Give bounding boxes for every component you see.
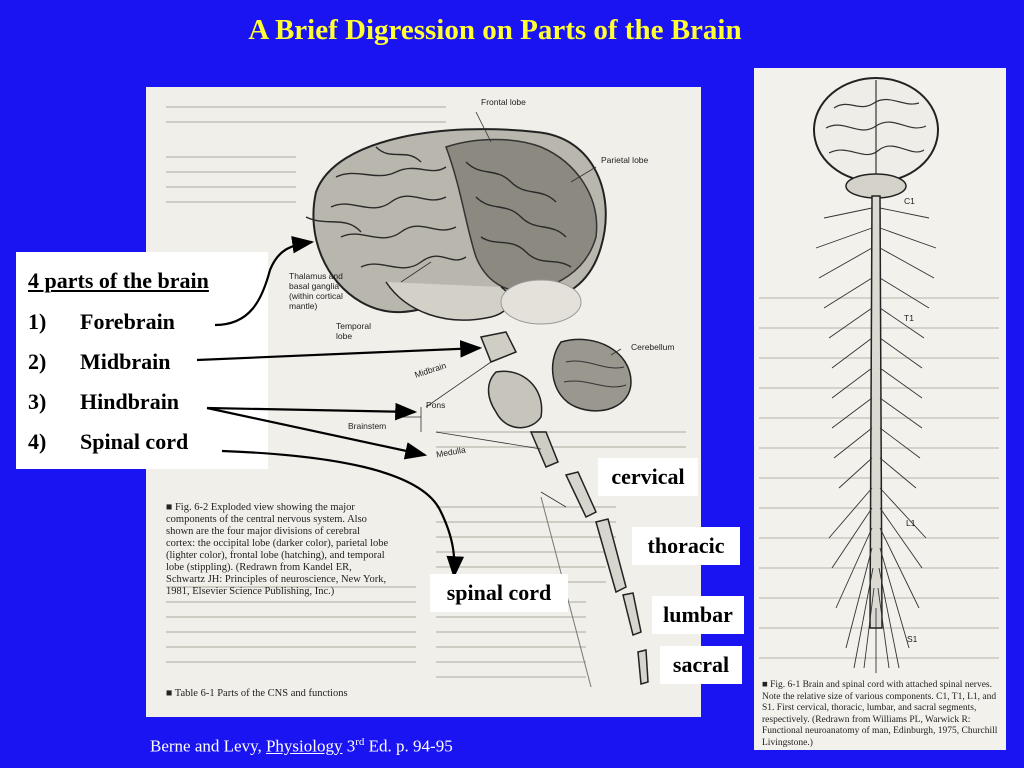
label-parietal-lobe: Parietal lobe xyxy=(601,155,649,165)
brain-part-number: 3) xyxy=(28,389,47,414)
side-cord xyxy=(869,195,883,629)
spinal-cord-drawing xyxy=(759,77,999,673)
brain-part-hindbrain: 3) Hindbrain xyxy=(28,389,179,415)
cord-segment-cervical xyxy=(564,471,597,519)
brain-cortex xyxy=(305,128,607,325)
source-pages: Ed. p. 94-95 xyxy=(364,736,453,756)
brain-part-label: Spinal cord xyxy=(80,429,189,454)
region-label-thoracic: thoracic xyxy=(632,527,740,565)
source-citation: Berne and Levy, Physiology 3rd Ed. p. 94… xyxy=(150,736,453,757)
cerebellum-piece xyxy=(551,338,632,412)
source-edition-number: 3 xyxy=(342,736,356,756)
region-label-lumbar: lumbar xyxy=(652,596,744,634)
source-book-title: Physiology xyxy=(265,736,343,756)
pons-piece xyxy=(487,370,543,429)
label-s1: S1 xyxy=(907,634,918,644)
figure-caption-side: ■ Fig. 6-1 Brain and spinal cord with at… xyxy=(762,680,998,748)
midbrain-piece xyxy=(479,331,518,363)
label-temporal-lobe: Temporal lobe xyxy=(336,321,371,341)
medulla-piece xyxy=(529,431,559,468)
source-authors: Berne and Levy, xyxy=(150,736,266,756)
brain-part-label: Hindbrain xyxy=(80,389,180,414)
cord-segment-lumbar xyxy=(622,592,642,636)
brain-part-label: Forebrain xyxy=(80,309,175,334)
table-caption: ■ Table 6-1 Parts of the CNS and functio… xyxy=(166,688,348,699)
label-cerebellum: Cerebellum xyxy=(631,342,675,352)
region-label-sacral: sacral xyxy=(660,646,742,684)
label-c1: C1 xyxy=(904,196,915,206)
label-t1: T1 xyxy=(904,313,914,323)
brain-part-forebrain: 1) Forebrain xyxy=(28,309,175,335)
label-brainstem: Brainstem xyxy=(348,421,387,431)
label-thalamus: Thalamus and basal ganglia (within corti… xyxy=(289,271,343,311)
brain-part-midbrain: 2) Midbrain xyxy=(28,349,170,375)
spinal-cord-figure: C1 T1 L1 S1 ■ Fig. 6-1 Brain and spinal … xyxy=(754,68,1006,750)
cord-segment-thoracic xyxy=(595,518,627,594)
label-pons: Pons xyxy=(426,400,446,410)
brain-part-label: Midbrain xyxy=(80,349,171,374)
cord-segment-sacral xyxy=(637,649,649,685)
slide-title: A Brief Digression on Parts of the Brain xyxy=(248,14,742,46)
exploded-view-drawing xyxy=(166,106,686,688)
brain-part-number: 4) xyxy=(28,429,47,454)
label-frontal-lobe: Frontal lobe xyxy=(481,97,526,107)
label-l1: L1 xyxy=(906,518,916,528)
brain-part-spinal-cord: 4) Spinal cord xyxy=(28,429,188,455)
brain-parts-heading: 4 parts of the brain xyxy=(28,268,209,293)
brain-part-number: 2) xyxy=(28,349,47,374)
figure-caption-main: ■ Fig. 6-2 Exploded view showing the maj… xyxy=(166,502,389,597)
region-label-spinal-cord: spinal cord xyxy=(430,574,568,612)
brain-parts-box: 4 parts of the brain 1) Forebrain 2) Midbr… xyxy=(16,252,268,469)
brain-part-number: 1) xyxy=(28,309,47,334)
region-label-cervical: cervical xyxy=(598,458,698,496)
exploded-view-figure: Frontal lobe Parietal lobe Thalamus and … xyxy=(146,87,701,717)
source-edition-suffix: rd xyxy=(355,736,365,748)
